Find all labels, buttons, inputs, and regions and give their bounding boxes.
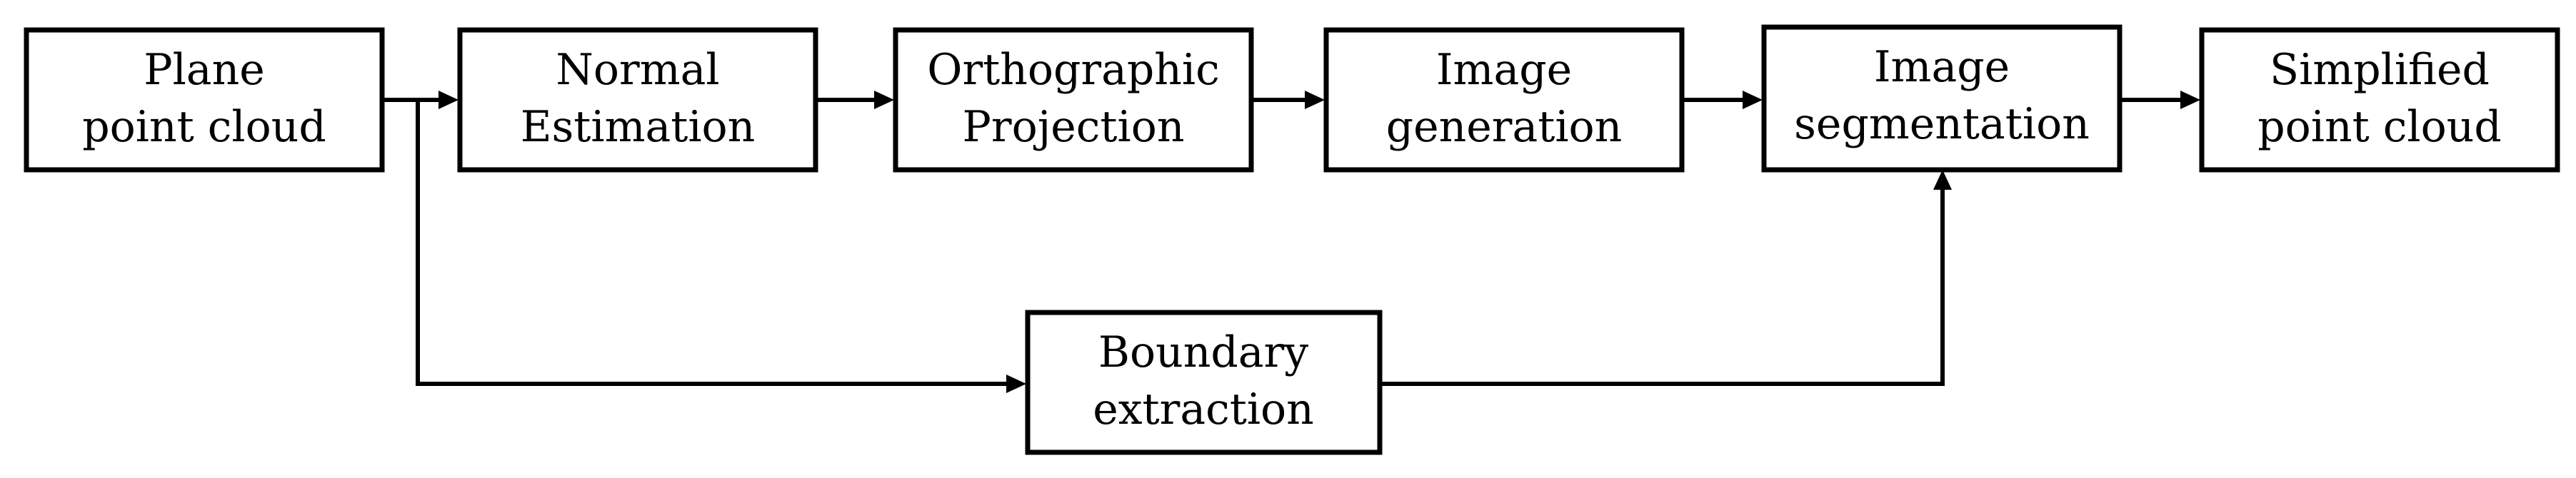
node-label-line1: Boundary xyxy=(1098,327,1308,377)
arrowhead-normal xyxy=(438,91,458,109)
node-label-line1: Image xyxy=(1874,42,2010,92)
node-box xyxy=(24,27,385,173)
node-label-line2: segmentation xyxy=(1794,99,2090,149)
node-box xyxy=(457,27,818,173)
arrowhead-boundary xyxy=(1006,375,1026,393)
node-label-line2: generation xyxy=(1386,102,1623,152)
node-label-line1: Image xyxy=(1436,45,1572,95)
node-label-line2: Estimation xyxy=(521,102,756,152)
node-normal-estimation: Normal Estimation xyxy=(457,27,818,173)
node-image-segmentation: Image segmentation xyxy=(1761,24,2123,173)
node-plane-point-cloud: Plane point cloud xyxy=(24,27,385,173)
connectors xyxy=(382,91,2200,393)
arrowhead-simplified xyxy=(2180,91,2200,109)
node-label-line2: Projection xyxy=(963,102,1185,152)
node-box xyxy=(893,27,1254,173)
node-label-line2: extraction xyxy=(1093,385,1314,434)
node-label-line2: point cloud xyxy=(82,102,326,152)
node-orthographic-projection: Orthographic Projection xyxy=(893,27,1254,173)
node-image-generation: Image generation xyxy=(1323,27,1685,173)
node-label-line1: Orthographic xyxy=(927,45,1219,95)
node-label-line1: Simplified xyxy=(2270,45,2490,95)
edge-plane-to-boundary xyxy=(416,100,1011,386)
node-label-line1: Plane xyxy=(144,45,264,95)
arrowhead-generation xyxy=(1305,91,1325,109)
arrowhead-segmentation-bottom xyxy=(1933,170,1952,190)
node-label-line2: point cloud xyxy=(2257,102,2502,152)
node-simplified-point-cloud: Simplified point cloud xyxy=(2199,27,2560,173)
arrowhead-segmentation xyxy=(1743,91,1763,109)
node-box xyxy=(1323,27,1685,173)
node-boundary-extraction: Boundary extraction xyxy=(1025,310,1383,455)
node-box xyxy=(2199,27,2560,173)
arrowhead-orthographic xyxy=(874,91,894,109)
edge-boundary-to-segmentation xyxy=(1380,185,1945,386)
node-box xyxy=(1761,24,2123,173)
node-label-line1: Normal xyxy=(556,45,719,95)
node-box xyxy=(1025,310,1383,455)
